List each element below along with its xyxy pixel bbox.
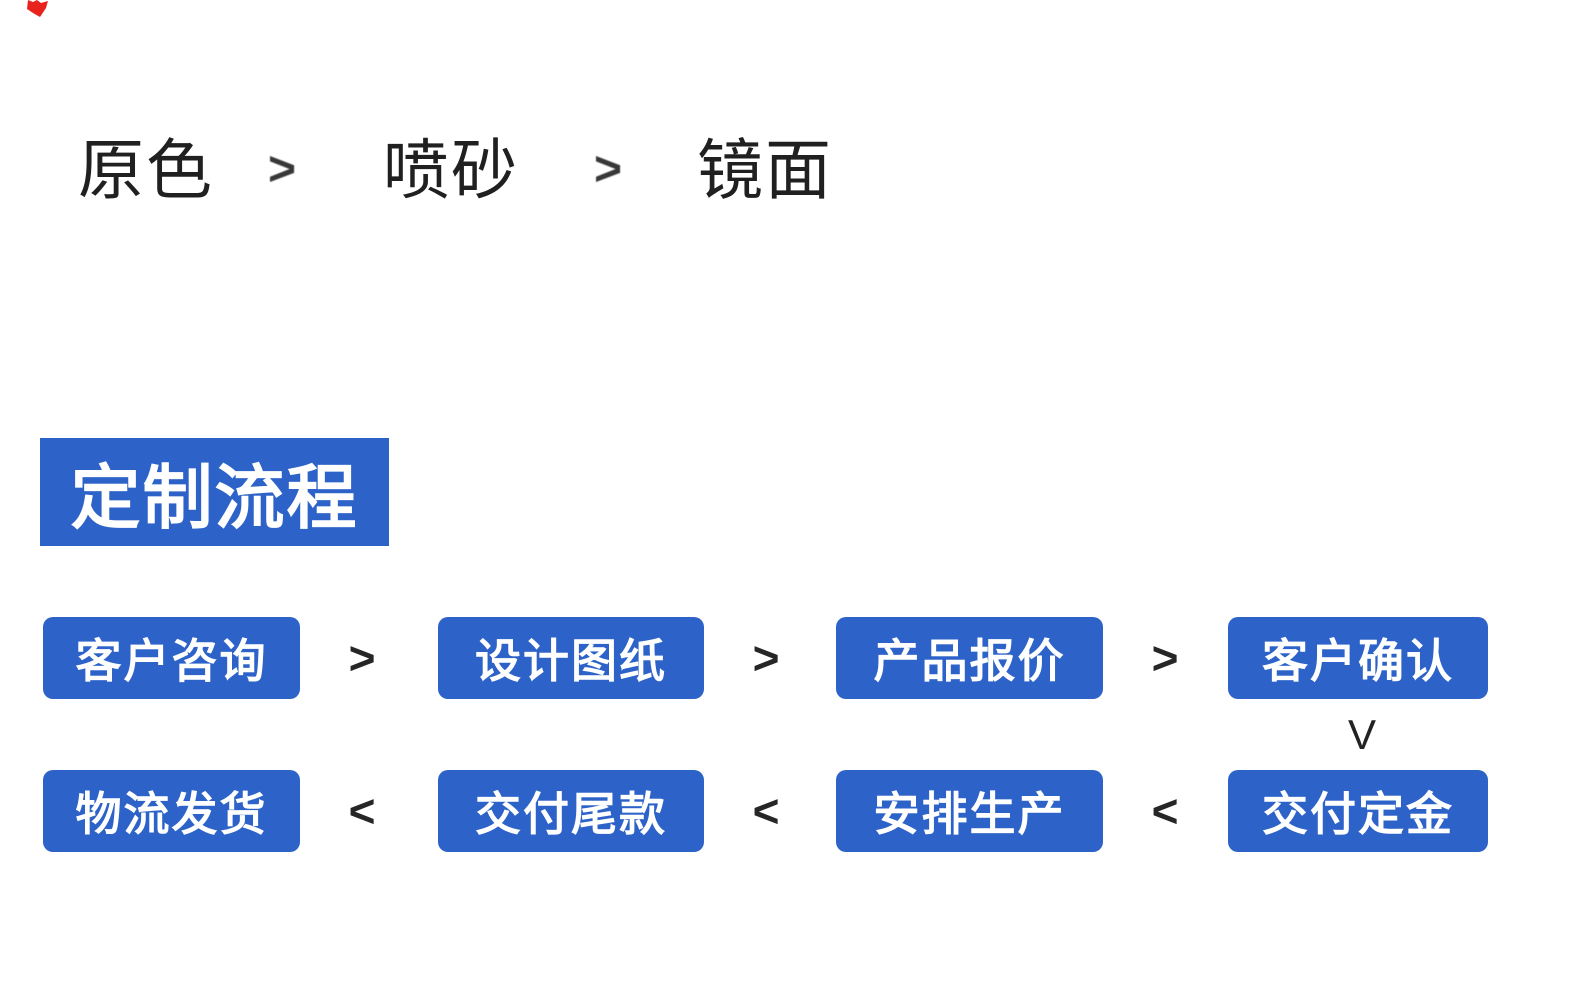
arrow-right-icon: > [1151, 632, 1179, 684]
arrow-down-icon: V [1347, 711, 1376, 758]
arrow-left-icon: < [1151, 785, 1179, 837]
flow-step-pay-balance: 交付尾款 [438, 770, 704, 852]
chevron-right-icon: > [594, 143, 623, 196]
flow-step-logistics-ship: 物流发货 [43, 770, 300, 852]
section-header-title: 定制流程 [70, 458, 359, 537]
flow-step-arrange-production: 安排生产 [836, 770, 1103, 852]
red-fragment-shape [27, 0, 48, 17]
flow-step-customer-confirm: 客户确认 [1228, 617, 1488, 699]
flow-step-customer-inquiry: 客户咨询 [43, 617, 300, 699]
arrow-left-icon: < [752, 785, 780, 837]
section-header-custom-process: 定制流程 [40, 438, 389, 546]
red-fragment-icon [27, 0, 48, 17]
flow-step-design-drawing: 设计图纸 [438, 617, 704, 699]
finish-option-mirror: 镜面 [697, 133, 833, 207]
finish-option-sandblast: 喷砂 [383, 133, 519, 207]
arrow-right-icon: > [752, 632, 780, 684]
arrow-left-icon: < [348, 785, 376, 837]
flow-step-pay-deposit: 交付定金 [1228, 770, 1488, 852]
finish-option-natural: 原色 [78, 133, 214, 207]
chevron-right-icon: > [268, 143, 297, 196]
flow-step-product-quote: 产品报价 [836, 617, 1103, 699]
arrow-right-icon: > [348, 632, 376, 684]
